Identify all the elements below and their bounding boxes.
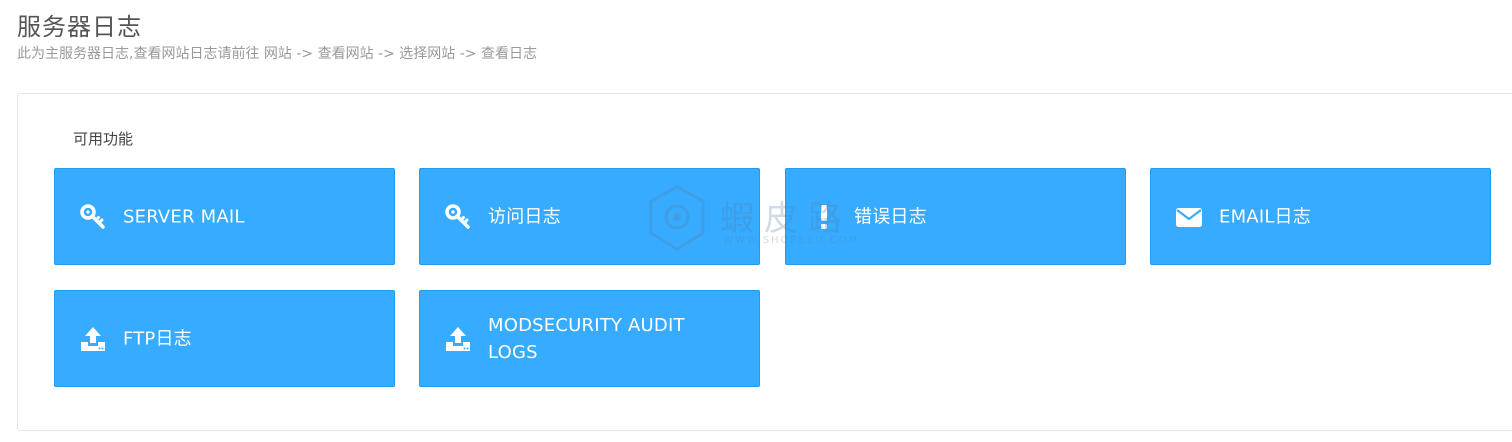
server-mail-tile[interactable]: SERVER MAIL xyxy=(54,168,395,265)
tile-label: EMAIL日志 xyxy=(1219,206,1311,227)
exclamation-icon xyxy=(810,203,838,231)
modsecurity-audit-logs-tile[interactable]: MODSECURITY AUDIT LOGS xyxy=(419,290,760,387)
tile-label: SERVER MAIL xyxy=(123,206,245,227)
tile-label: 访问日志 xyxy=(488,206,561,227)
section-label: 可用功能 xyxy=(73,130,134,148)
upload-icon xyxy=(444,325,472,353)
access-log-tile[interactable]: 访问日志 xyxy=(419,168,760,265)
tile-label: FTP日志 xyxy=(123,328,192,349)
tile-label: MODSECURITY AUDIT LOGS xyxy=(488,314,685,363)
envelope-icon xyxy=(1175,203,1203,231)
key-icon xyxy=(444,203,472,231)
page-header: 服务器日志 此为主服务器日志,查看网站日志请前往 网站 -> 查看网站 -> 选… xyxy=(17,10,537,63)
upload-icon xyxy=(79,325,107,353)
ftp-log-tile[interactable]: FTP日志 xyxy=(54,290,395,387)
page-title: 服务器日志 xyxy=(17,13,142,41)
log-functions-panel: 可用功能 SERVER MAIL 访问日志 xyxy=(17,93,1512,431)
page-subtitle: 此为主服务器日志,查看网站日志请前往 网站 -> 查看网站 -> 选择网站 ->… xyxy=(17,46,537,62)
key-icon xyxy=(79,203,107,231)
error-log-tile[interactable]: 错误日志 xyxy=(785,168,1126,265)
tile-label: 错误日志 xyxy=(854,206,927,227)
email-log-tile[interactable]: EMAIL日志 xyxy=(1150,168,1491,265)
